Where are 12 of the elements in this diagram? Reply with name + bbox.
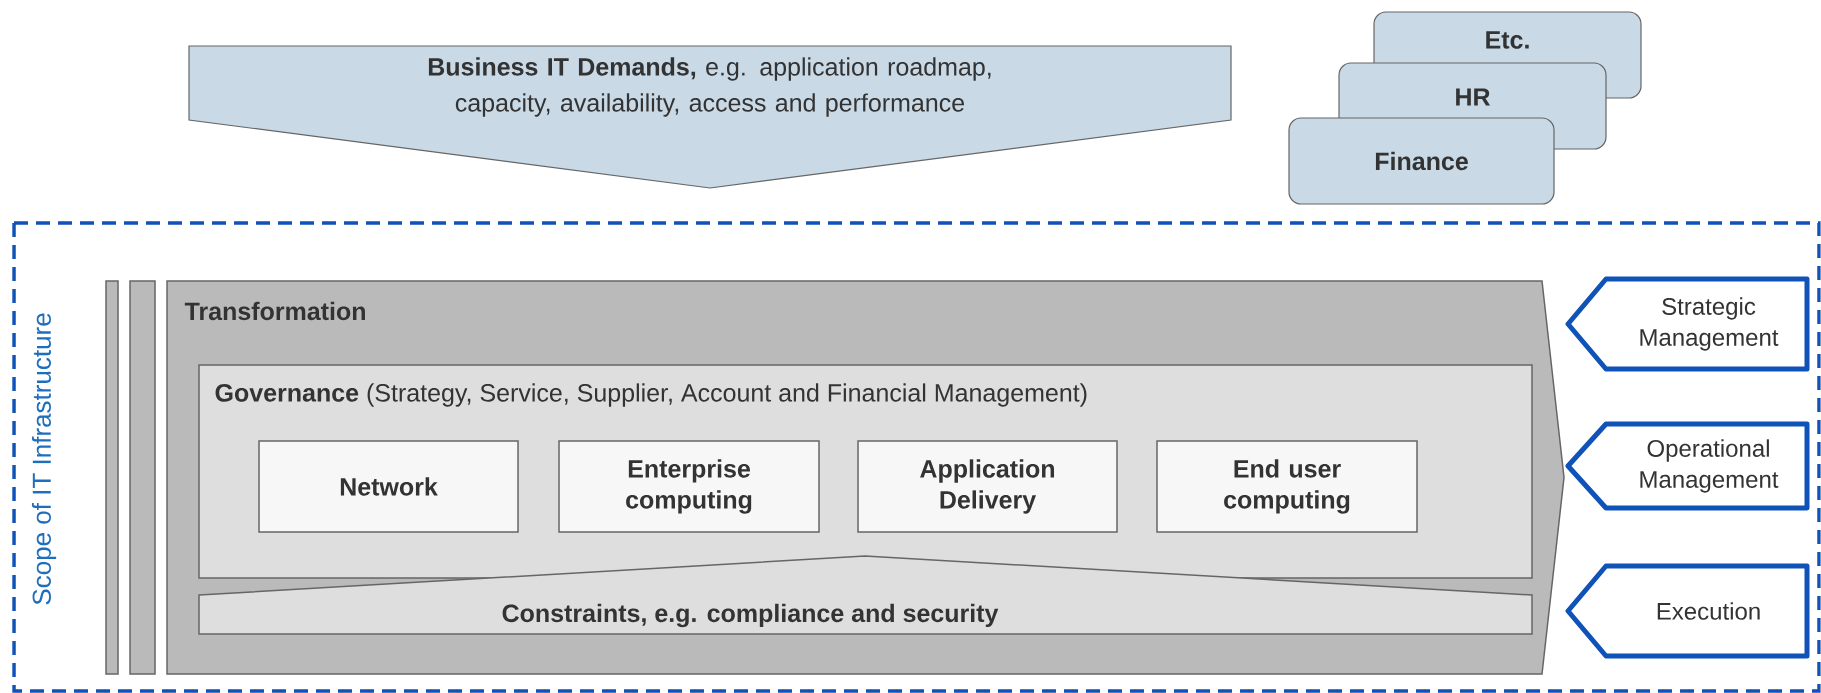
management-tab: Strategic Management	[1565, 276, 1810, 372]
domain-box: Network	[258, 440, 519, 533]
domain-box: Enterprise computing	[558, 440, 820, 533]
constraints-band: Constraints, e.g. compliance and security	[198, 555, 1533, 635]
domain-box: Application Delivery	[857, 440, 1118, 533]
layer-bar	[129, 280, 156, 675]
management-tab: Operational Management	[1565, 421, 1810, 511]
layer-bar	[105, 280, 119, 675]
department-card: Finance	[1288, 117, 1555, 205]
management-tab: Execution	[1565, 563, 1810, 659]
domain-box: End user computing	[1156, 440, 1418, 533]
demand-chevron: Business IT Demands, e.g. application roadmap, capacity, availability, access and performance	[188, 45, 1232, 189]
